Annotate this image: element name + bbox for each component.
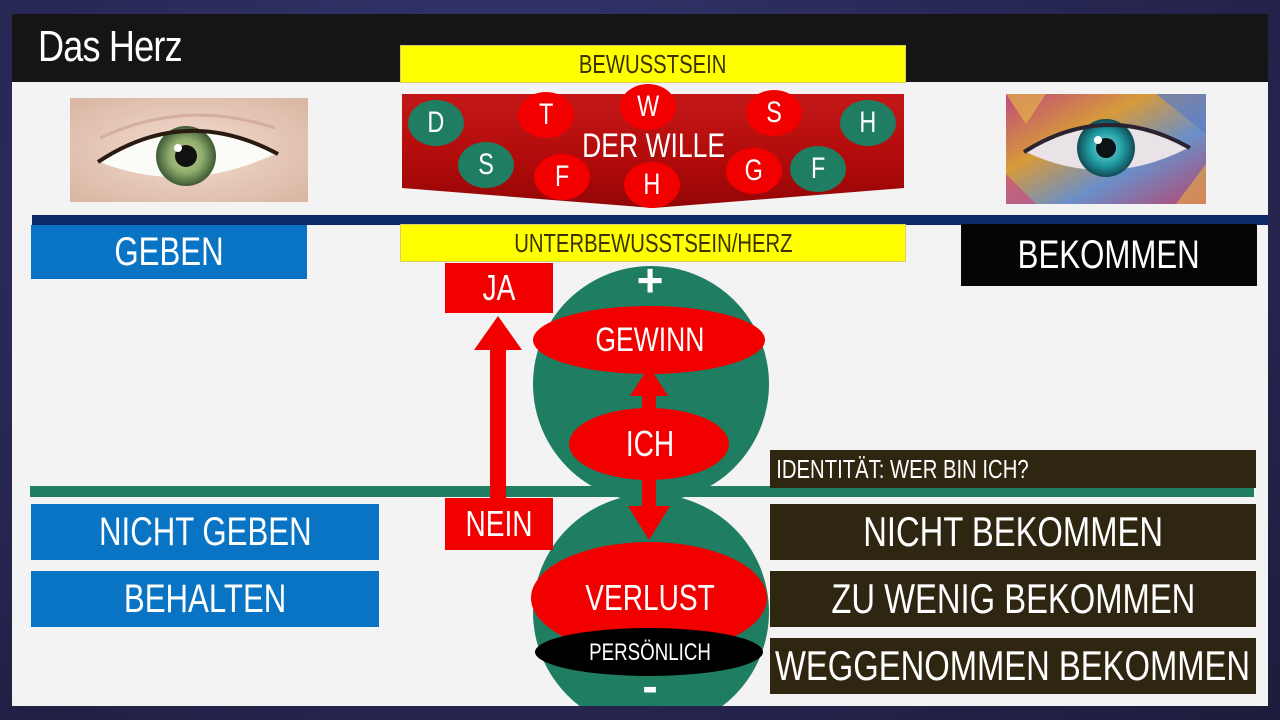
- not-give-box: NICHT GEBEN: [31, 504, 379, 560]
- will-letter-S-green: S: [458, 142, 514, 188]
- too-little-box: ZU WENIG BEKOMMEN: [770, 571, 1256, 627]
- me-ellipse: [569, 408, 729, 480]
- will-letter-F-green: F: [790, 146, 846, 192]
- minus-sign: -: [642, 660, 658, 706]
- will-letter-H-red: H: [624, 162, 680, 208]
- no-box: NEIN: [445, 498, 553, 550]
- natural-eye-image: [70, 98, 308, 202]
- mosaic-eye-image: [1006, 94, 1206, 204]
- will-letter-W: W: [620, 84, 676, 130]
- will-letter-S-red: S: [746, 90, 802, 136]
- personal-ellipse: [535, 628, 763, 676]
- will-label: DER WILLE: [582, 126, 726, 165]
- will-letter-G: G: [726, 148, 782, 194]
- will-letter-D: D: [408, 100, 464, 146]
- subconscious-bar: UNTERBEWUSSTSEIN/HERZ: [400, 224, 906, 262]
- navy-divider: [32, 215, 1268, 225]
- not-receive-box: NICHT BEKOMMEN: [770, 504, 1256, 560]
- taken-away-box: WEGGENOMMEN BEKOMMEN: [770, 638, 1256, 694]
- gain-label: GEWINN: [595, 320, 705, 359]
- personal-label: PERSÖNLICH: [589, 639, 711, 666]
- plus-sign: +: [636, 254, 664, 306]
- slide: Das Herz: [12, 14, 1268, 706]
- loss-ellipse: [531, 542, 767, 654]
- slide-title: Das Herz: [38, 22, 183, 71]
- keep-box: BEHALTEN: [31, 571, 379, 627]
- receive-box: BEKOMMEN: [961, 224, 1257, 286]
- consciousness-bar: BEWUSSTSEIN: [400, 45, 906, 83]
- identity-box: IDENTITÄT: WER BIN ICH?: [770, 450, 1256, 488]
- yes-box: JA: [445, 263, 553, 313]
- loss-label: VERLUST: [585, 577, 715, 618]
- will-letter-T: T: [518, 92, 574, 138]
- give-box: GEBEN: [31, 225, 307, 279]
- will-letter-H-green: H: [840, 100, 896, 146]
- will-letter-F-red: F: [534, 154, 590, 200]
- gain-ellipse: [533, 306, 765, 374]
- me-label: ICH: [625, 423, 675, 464]
